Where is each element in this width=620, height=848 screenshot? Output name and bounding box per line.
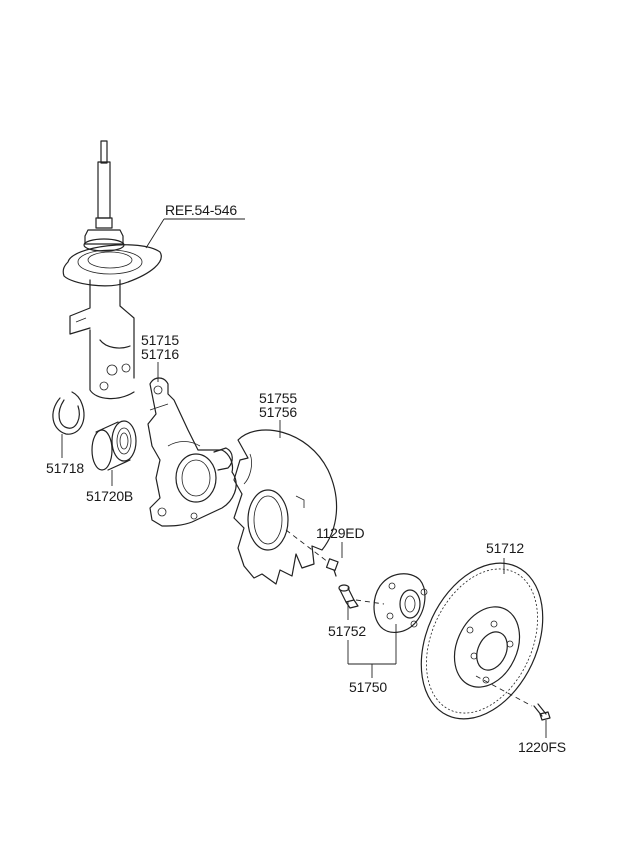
snap-ring [52,391,85,435]
label-51756: 51756 [259,404,297,420]
assembly-lines [285,529,533,707]
label-51716: 51716 [141,346,179,362]
label-ref-54-546: REF.54-546 [165,202,237,218]
label-51712: 51712 [486,540,524,556]
wheel-bearing [91,420,137,471]
label-51715: 51715 [141,332,179,348]
dust-cover [233,429,338,585]
leader-lines [61,218,547,738]
label-51718: 51718 [46,460,84,476]
label-51752: 51752 [328,623,366,639]
steering-knuckle [147,377,237,527]
strut-assembly [62,140,162,400]
hub-bolt [338,584,359,609]
label-51750: 51750 [349,679,387,695]
wheel-hub [373,573,428,633]
bolt-1129ed [325,558,339,577]
label-51720b: 51720B [86,488,134,504]
label-1129ed: 1129ED [316,525,365,541]
label-1220fs: 1220FS [518,739,566,755]
label-51755: 51755 [259,390,297,406]
brake-disc [420,562,544,720]
screw-1220fs [533,703,551,721]
